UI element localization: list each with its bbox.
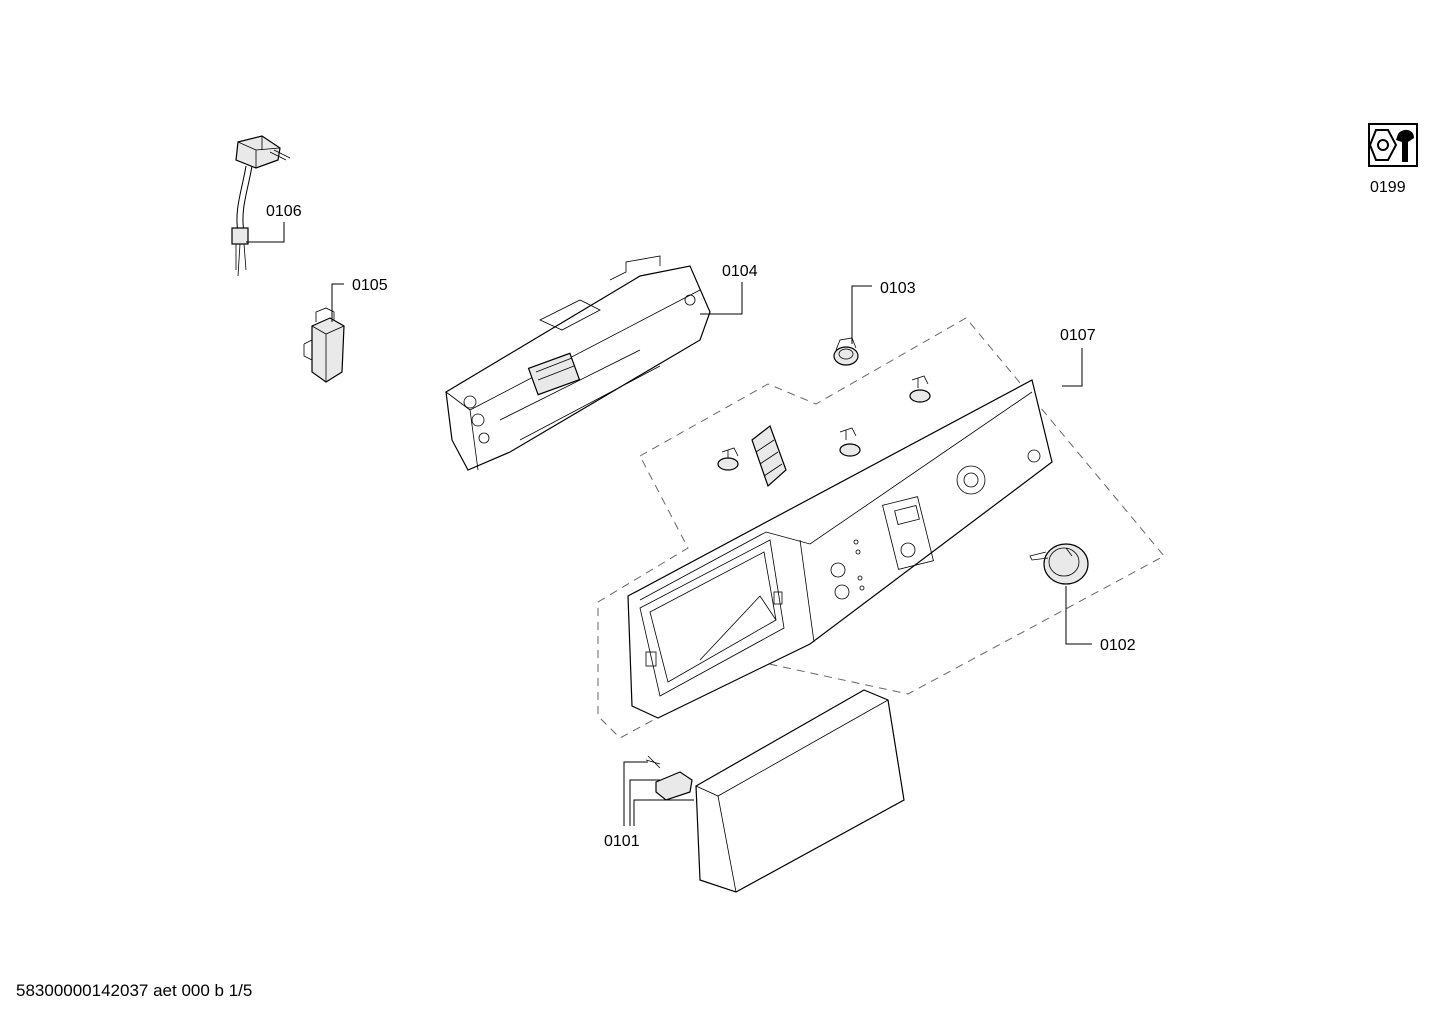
part-0104-control-module[interactable]: [445, 255, 711, 471]
leader-0106: [246, 222, 285, 243]
label-0101: 0101: [604, 833, 640, 850]
part-0107-buttons[interactable]: [717, 375, 931, 488]
label-0105: 0105: [352, 277, 388, 294]
label-0102: 0102: [1100, 637, 1136, 654]
wrench-service-icon[interactable]: [1368, 123, 1418, 167]
leader-0103: [851, 285, 872, 344]
leader-0105: [331, 283, 344, 322]
part-0101-drawer-handle[interactable]: [645, 689, 905, 893]
part-0106-power-cord[interactable]: [231, 135, 291, 277]
leader-0101-b: [629, 779, 660, 826]
leader-0101-a: [623, 761, 648, 826]
part-0107-control-panel[interactable]: [627, 379, 1053, 719]
label-0199: 0199: [1370, 179, 1406, 196]
leader-0102: [1065, 586, 1092, 645]
leader-0107: [1062, 348, 1083, 387]
label-0104: 0104: [722, 263, 758, 280]
leader-0101-c: [633, 799, 694, 826]
label-0103: 0103: [880, 280, 916, 297]
label-0107: 0107: [1060, 327, 1096, 344]
leader-0104: [700, 282, 743, 315]
part-0102-knob[interactable]: [1029, 543, 1089, 585]
document-id: 58300000142037 aet 000 b 1/5: [16, 981, 253, 1000]
part-0103-cap[interactable]: [833, 337, 859, 366]
part-0105-holder[interactable]: [303, 307, 345, 383]
label-0106: 0106: [266, 203, 302, 220]
assembly-outline-0107: [597, 317, 1165, 739]
